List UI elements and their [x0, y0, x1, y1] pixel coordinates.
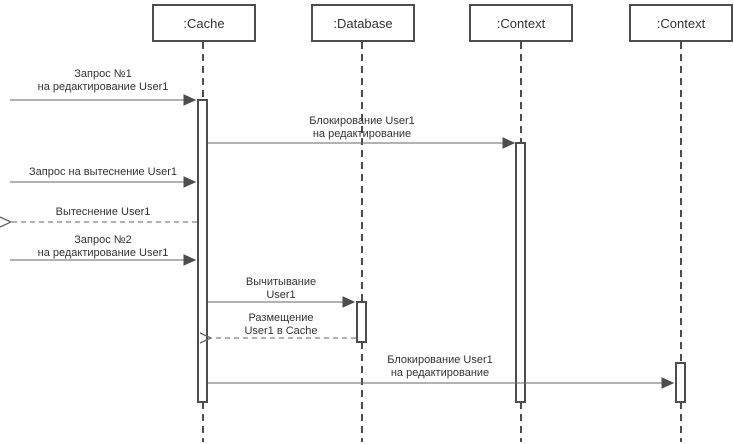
- activation-context-2: [675, 362, 686, 403]
- activation-cache: [197, 99, 208, 403]
- message-label-6: Вычитывание User1: [245, 276, 317, 301]
- message-label-7: Размещение User1 в Cache: [244, 312, 318, 337]
- actor-label-database: :Database: [333, 15, 393, 31]
- message-label-8: Блокирование User1 на редактирование: [387, 354, 493, 379]
- message-label-4: Вытеснение User1: [55, 206, 151, 218]
- actor-box-context-2: :Context: [629, 4, 733, 42]
- lifeline-database: [361, 42, 363, 442]
- message-label-3: Запрос на вытеснение User1: [29, 166, 177, 178]
- lifeline-context-2: [680, 42, 682, 442]
- actor-box-database: :Database: [311, 4, 415, 42]
- actor-label-context-2: :Context: [656, 15, 706, 31]
- actor-box-context-1: :Context: [469, 4, 573, 42]
- activation-database: [356, 301, 367, 343]
- actor-label-context-1: :Context: [496, 15, 546, 31]
- message-label-2: Блокирование User1 на редактирование: [309, 115, 415, 140]
- activation-context-1: [515, 142, 526, 403]
- actor-box-cache: :Cache: [152, 4, 256, 42]
- message-label-5: Запрос №2 на редактирование User1: [37, 234, 169, 259]
- actor-label-cache: :Cache: [183, 15, 225, 31]
- message-label-1: Запрос №1 на редактирование User1: [37, 68, 169, 93]
